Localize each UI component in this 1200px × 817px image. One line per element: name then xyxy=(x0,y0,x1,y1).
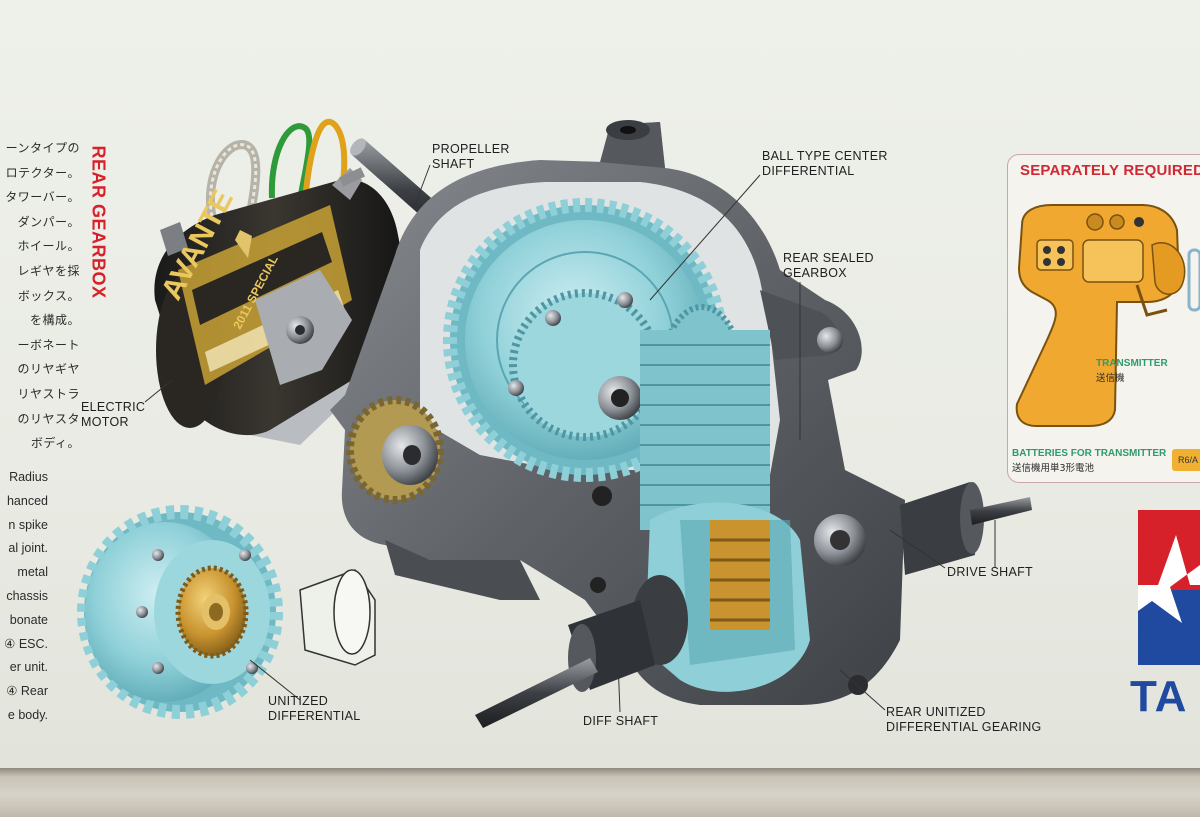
en-line: er unit. xyxy=(9,660,48,675)
rear-differential-case xyxy=(645,502,866,692)
en-line: chassis xyxy=(6,588,48,603)
transmitter-illustration xyxy=(1015,204,1200,427)
ball-type-center-differential-label: BALL TYPE CENTER DIFFERENTIAL xyxy=(762,149,888,178)
diff-shaft xyxy=(475,575,688,728)
pinion-gear xyxy=(346,396,444,504)
en-line: al joint. xyxy=(8,541,48,556)
jp-line: リヤストラ xyxy=(17,386,80,401)
en-line: ④ Rear xyxy=(6,684,48,699)
drive-shaft-label: DRIVE SHAFT xyxy=(947,565,1033,579)
jp-line: ボックス。 xyxy=(17,288,80,303)
rear-sealed-gearbox-label: REAR SEALED GEARBOX xyxy=(783,251,874,280)
jp-line: のリヤスタ xyxy=(17,411,80,426)
jp-line: ボディ。 xyxy=(30,436,80,451)
jp-line: タワーバー。 xyxy=(5,190,80,205)
en-line: hanced xyxy=(6,493,48,508)
jp-line: を構成。 xyxy=(29,313,80,328)
transmitter-label: TRANSMITTER xyxy=(1096,358,1168,369)
rear-unitized-differential-gearing-label: REAR UNITIZED DIFFERENTIAL GEARING xyxy=(886,705,1042,734)
en-line: ④ ESC. xyxy=(4,636,48,651)
brand-wordmark: TA xyxy=(1130,672,1188,721)
en-line: Radius xyxy=(9,470,48,484)
brand-logo-mark xyxy=(1138,510,1200,665)
box-bottom-edge xyxy=(0,768,1200,817)
drive-shaft xyxy=(900,482,1032,575)
unitized-differential-label: UNITIZED DIFFERENTIAL xyxy=(268,694,361,723)
electric-motor-label: ELECTRIC MOTOR xyxy=(81,400,146,429)
jp-line: ダンパー。 xyxy=(17,214,80,229)
japanese-description-column: ーンタイプの ロテクター。 タワーバー。 ダンパー。 ホイール。 レギヤを採 ボ… xyxy=(0,136,80,456)
rear-spur-gears xyxy=(640,330,770,530)
batteries-label: BATTERIES FOR TRANSMITTER xyxy=(1012,448,1167,459)
unitized-differential xyxy=(77,505,376,719)
jp-line: ロテクター。 xyxy=(5,165,80,180)
en-line: metal xyxy=(17,565,48,580)
batteries-jp-label: 送信機用単3形電池 xyxy=(1012,463,1095,474)
diff-shaft-label: DIFF SHAFT xyxy=(583,714,659,728)
jp-line: ーンタイプの xyxy=(5,141,80,155)
callout-leader-lines xyxy=(144,164,996,713)
en-line: e body. xyxy=(7,707,48,722)
jp-line: ーボネート xyxy=(17,337,80,352)
jp-line: ホイール。 xyxy=(17,239,80,254)
en-line: bonate xyxy=(9,612,48,627)
battery-code-badge: R6/A xyxy=(1172,449,1200,471)
separately-required-title: SEPARATELY REQUIRED xyxy=(1020,162,1200,179)
en-line: n spike xyxy=(8,517,48,532)
propeller-shaft-label: PROPELLER SHAFT xyxy=(432,142,510,171)
jp-line: のリヤギヤ xyxy=(17,362,80,377)
english-description-column: Radius hanced n spike al joint. metal ch… xyxy=(0,466,48,728)
transmitter-jp-label: 送信機 xyxy=(1096,373,1125,384)
jp-line: レギヤを採 xyxy=(17,263,80,278)
